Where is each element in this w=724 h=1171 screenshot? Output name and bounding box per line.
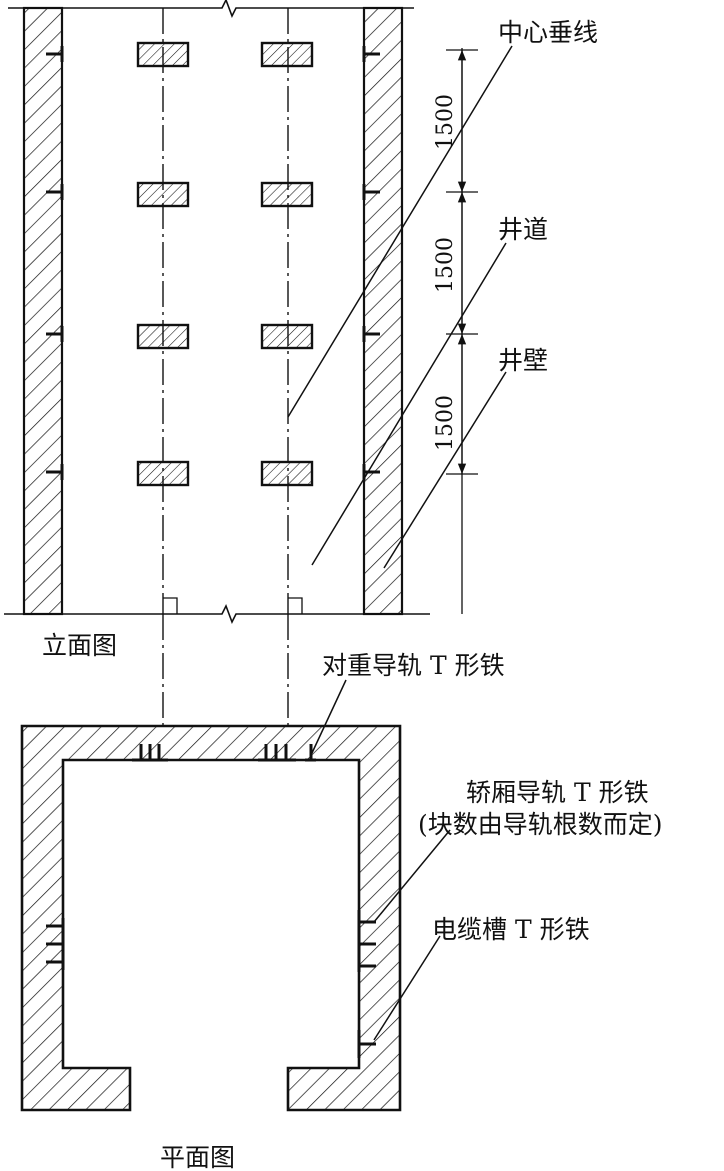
label-center-plumb-line: 中心垂线 [498,18,598,47]
bracket-block [136,41,190,68]
dimension-label: 1500 [433,395,458,451]
t-iron [357,910,376,972]
plan-shaft-wall [20,724,402,1112]
t-iron [46,464,64,480]
t-iron [46,184,64,200]
label-car-rail-t-iron-note: (块数由导轨根数而定) [418,810,663,839]
dimension-label: 1500 [433,237,458,293]
leader-cable-trough-t-iron [373,935,441,1041]
title-plan-view: 平面图 [160,1143,235,1171]
t-iron [46,326,64,342]
leader-car-rail-t-iron [373,829,451,923]
bracket-block [260,181,314,208]
t-iron [258,744,296,762]
elevation-view: 1500 1500 1500 中心垂线 井道 井壁 立面图 [4,0,598,726]
left-wall-section [22,6,64,616]
label-car-rail-t-iron: 轿厢导轨 T 形铁 [466,778,649,807]
leader-center-plumb-line [287,45,513,418]
center-plumb-lines [162,8,289,726]
t-iron [362,184,380,200]
wall-t-irons [46,46,380,480]
leader-counterweight-t-iron [311,679,347,754]
bottom-break-line [4,604,430,624]
bracket-blocks [136,41,314,487]
label-counterweight-t-iron: 对重导轨 T 形铁 [322,651,505,680]
right-wall-section [362,6,404,616]
cable-trough-t-iron [357,1030,376,1058]
title-elevation-view: 立面图 [42,631,117,660]
t-iron [46,46,64,62]
plan-leader-lines [311,679,451,1041]
t-iron [46,918,65,970]
t-iron [132,744,168,762]
leader-shaft-wall [383,371,507,569]
label-cable-trough-t-iron: 电缆槽 T 形铁 [432,915,590,944]
t-iron [362,46,380,62]
top-break-line [8,0,414,18]
bracket-block [260,460,314,487]
t-iron [362,326,380,342]
t-iron [305,744,316,762]
counterweight-t-irons [132,744,316,762]
car-rail-t-irons [46,910,376,972]
dimension-label: 1500 [433,94,458,150]
plan-view: 对重导轨 T 形铁 轿厢导轨 T 形铁 (块数由导轨根数而定) 电缆槽 T 形铁… [20,651,663,1171]
label-shaft: 井道 [498,215,548,244]
label-shaft-wall: 井壁 [498,346,548,375]
right-angle-mark-left [163,597,178,614]
leader-lines [287,45,513,569]
bracket-block [260,41,314,68]
bracket-block [136,323,190,350]
bracket-block [260,323,314,350]
right-angle-mark-right [288,597,303,614]
leader-shaft [311,242,507,566]
bracket-block [136,460,190,487]
bracket-block [136,181,190,208]
